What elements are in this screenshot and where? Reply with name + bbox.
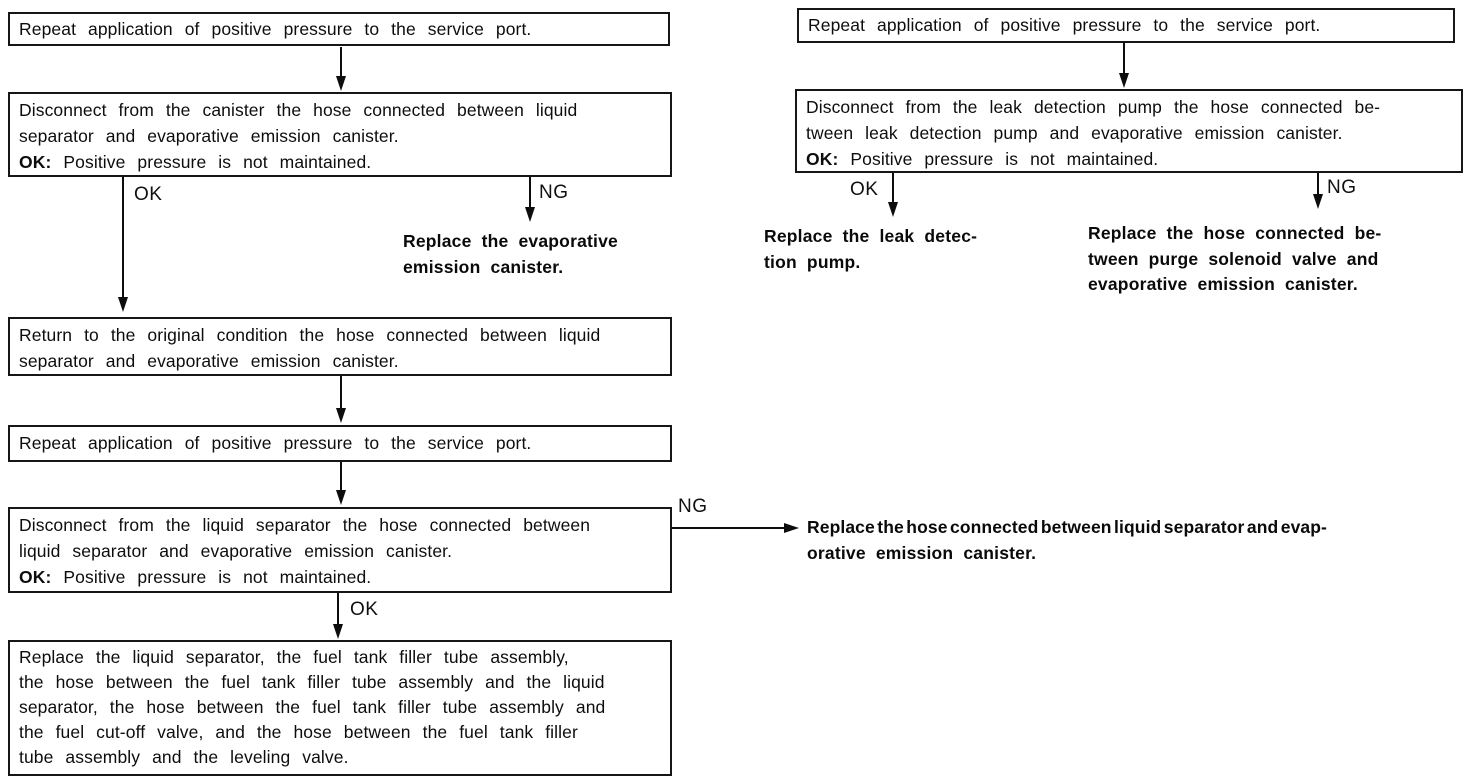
box-repeat-pressure-1: Repeat application of positive pressure …	[8, 12, 670, 46]
box-ok-result-line: OK: Positive pressure is not maintained.	[19, 149, 661, 175]
outcome-line: tion pump.	[764, 251, 861, 272]
outcome-line: emission canister.	[403, 256, 564, 277]
box-text-line: separator, the hose between the fuel tan…	[19, 697, 606, 717]
box-replace-liquid-separator-assembly: Replace the liquid separator, the fuel t…	[8, 640, 672, 776]
box-text-line: the hose between the fuel tank filler tu…	[19, 672, 605, 692]
box-text-line: Replace the liquid separator, the fuel t…	[19, 647, 569, 667]
box-text: Repeat application of positive pressure …	[808, 15, 1321, 35]
outcome-line: Replace the leak detec-	[764, 226, 978, 246]
outcome-replace-canister: Replace the evaporative emission caniste…	[403, 229, 618, 280]
arrow-left-box4-box5	[336, 462, 346, 505]
outcome-line: Replace the evaporative	[403, 231, 618, 251]
arrow-left-box2-ng	[525, 177, 535, 222]
ok-result-text: Positive pressure is not maintained.	[850, 149, 1159, 169]
ok-result-prefix: OK:	[19, 567, 52, 587]
box-text-line: Disconnect from the leak detection pump …	[806, 97, 1381, 117]
box-text: Repeat application of positive pressure …	[19, 433, 532, 453]
box-text-line: separator and evaporative emission canis…	[19, 351, 399, 371]
ok-result-prefix: OK:	[19, 152, 52, 172]
branch-label-ok: OK	[350, 599, 379, 620]
box-disconnect-leak-detection-pump: Disconnect from the leak detection pump …	[795, 89, 1463, 173]
branch-label-ng: NG	[1327, 177, 1357, 198]
box-ok-result-line: OK: Positive pressure is not maintained.	[806, 146, 1452, 172]
outcome-replace-purge-hose: Replace the hose connected be- tween pur…	[1088, 221, 1381, 298]
outcome-replace-leak-detection-pump: Replace the leak detec- tion pump.	[764, 224, 977, 275]
box-disconnect-liquid-separator: Disconnect from the liquid separator the…	[8, 507, 672, 593]
outcome-line: evaporative emission canister.	[1088, 274, 1358, 294]
box-text-line: tube assembly and the leveling valve.	[19, 747, 349, 767]
box-return-original-condition: Return to the original condition the hos…	[8, 317, 672, 376]
box-text-line: the fuel cut-off valve, and the hose bet…	[19, 722, 578, 742]
arrow-right-box1-box2	[1119, 43, 1129, 88]
outcome-replace-hose-liquid-separator: Replace the hose connected between liqui…	[807, 515, 1327, 566]
arrow-left-box5-ok	[333, 593, 343, 639]
box-text-line: Disconnect from the canister the hose co…	[19, 100, 578, 120]
arrow-left-box1-box2	[336, 47, 346, 91]
arrow-left-box3-box4	[336, 376, 346, 423]
box-text: Repeat application of positive pressure …	[19, 19, 532, 39]
box-ok-result-line: OK: Positive pressure is not maintained.	[19, 564, 661, 590]
ok-result-text: Positive pressure is not maintained.	[63, 152, 372, 172]
outcome-line: tween purge solenoid valve and	[1088, 248, 1379, 269]
outcome-line: Replace the hose connected between liqui…	[807, 517, 1327, 537]
box-text-line: liquid separator and evaporative emissio…	[19, 541, 453, 561]
box-text-line: Return to the original condition the hos…	[19, 325, 601, 345]
branch-label-ok: OK	[850, 179, 879, 200]
arrow-left-box5-ng	[671, 523, 799, 533]
box-repeat-pressure-right: Repeat application of positive pressure …	[797, 8, 1455, 43]
box-repeat-pressure-2: Repeat application of positive pressure …	[8, 425, 672, 462]
arrow-right-box2-ok	[888, 173, 898, 217]
box-text-line: tween leak detection pump and evaporativ…	[806, 123, 1343, 143]
arrow-right-box2-ng	[1313, 173, 1323, 209]
box-text-line: separator and evaporative emission canis…	[19, 126, 399, 146]
box-disconnect-canister: Disconnect from the canister the hose co…	[8, 92, 672, 177]
branch-label-ok: OK	[134, 184, 163, 205]
outcome-line: Replace the hose connected be-	[1088, 223, 1382, 243]
outcome-line: orative emission canister.	[807, 542, 1037, 563]
ok-result-prefix: OK:	[806, 149, 839, 169]
ok-result-text: Positive pressure is not maintained.	[63, 567, 372, 587]
box-text-line: Disconnect from the liquid separator the…	[19, 515, 591, 535]
branch-label-ng: NG	[539, 182, 569, 203]
branch-label-ng: NG	[678, 496, 708, 517]
arrow-left-box2-ok	[118, 177, 128, 312]
